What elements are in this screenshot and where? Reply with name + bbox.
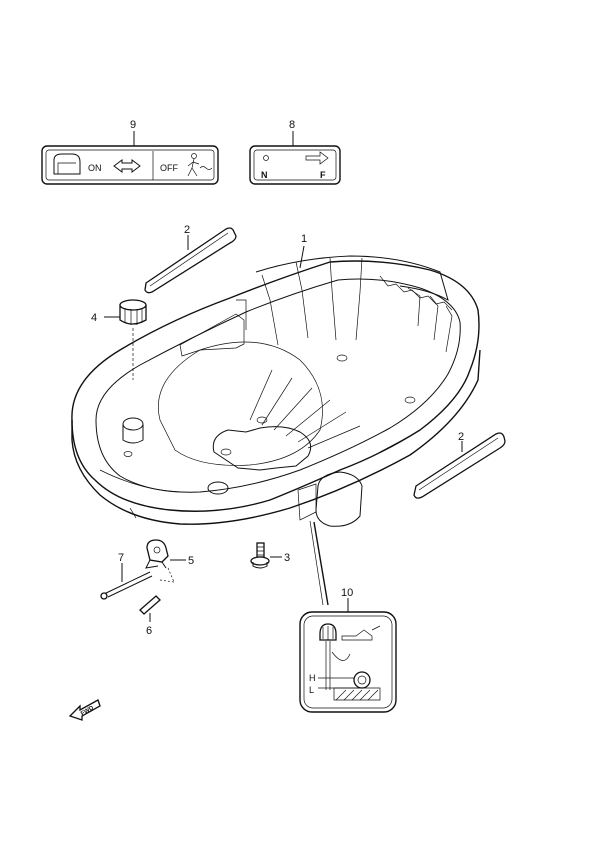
callout-1: 1	[301, 233, 307, 245]
decal-10-l-text: L	[309, 685, 314, 695]
decal-9-off-text: OFF	[160, 163, 178, 173]
forward-arrow-icon	[305, 151, 329, 165]
callout-2-right: 2	[458, 431, 464, 443]
callout-6: 6	[146, 625, 152, 637]
part-6-pin[interactable]	[139, 595, 161, 615]
decal-8-neutral-forward[interactable]: N F	[249, 145, 341, 185]
callout-9: 9	[130, 119, 136, 131]
callout-5: 5	[188, 555, 194, 567]
person-icon	[187, 153, 213, 177]
part-1-lower-cover[interactable]	[71, 255, 481, 527]
callout-10: 10	[341, 587, 353, 599]
decal-9-on-off[interactable]: ON OFF	[41, 145, 219, 185]
callout-4: 4	[91, 312, 97, 324]
decal-10-h-text: H	[309, 673, 316, 683]
fwd-arrow-icon: FWD	[68, 699, 101, 721]
callout-2-upper: 2	[184, 224, 190, 236]
callout-7: 7	[118, 552, 124, 564]
callout-3: 3	[284, 552, 290, 564]
part-3-screw[interactable]	[250, 542, 270, 569]
part-2-seal-strip-right[interactable]	[413, 432, 506, 499]
decal-10-oil-level[interactable]: H L	[299, 611, 397, 713]
part-5-clip[interactable]	[145, 539, 169, 569]
callout-8: 8	[289, 119, 295, 131]
decal-9-on-text: ON	[88, 163, 102, 173]
part-4-knob[interactable]	[119, 299, 147, 380]
dipstick-icon	[319, 623, 337, 690]
oil-can-icon	[341, 625, 381, 641]
part-2-seal-strip-upper[interactable]	[144, 227, 237, 294]
decal-8-n-text: N	[261, 170, 268, 180]
part-7-cord[interactable]	[100, 571, 153, 600]
decal-8-f-text: F	[320, 170, 326, 180]
double-arrow-icon	[113, 159, 141, 173]
